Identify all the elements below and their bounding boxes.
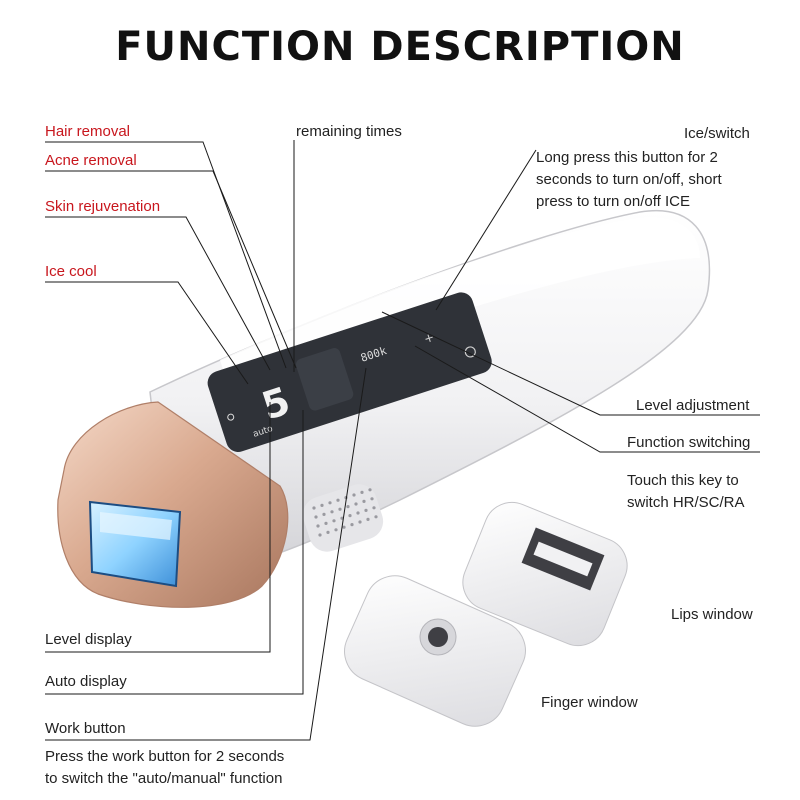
grille-hole (354, 502, 358, 506)
ice-switch-description-line: Long press this button for 2 (536, 149, 718, 166)
grille-hole (370, 497, 374, 501)
function-switching-description-line: switch HR/SC/RA (627, 494, 745, 511)
grille-hole (356, 511, 360, 515)
device-head (57, 401, 289, 608)
grille-hole (314, 515, 318, 519)
function-switching-label: Function switching (627, 434, 751, 451)
function-switching-description-line: Touch this key to (627, 472, 739, 489)
grille-hole (364, 508, 368, 512)
leader-level-adjustment (381, 311, 760, 416)
leader-function-switching (414, 345, 760, 453)
grille-hole (338, 507, 342, 511)
function-switching-description: Touch this key to switch HR/SC/RA (627, 470, 787, 514)
grille-hole (342, 525, 346, 529)
leader-skin-rejuvenation (45, 216, 271, 371)
work-button-description-line: Press the work button for 2 seconds (45, 748, 285, 765)
grille-hole (348, 514, 352, 518)
ice-switch-description-line: press to turn on/off ICE (536, 193, 690, 210)
leader-acne-removal (45, 170, 297, 369)
skin-rejuvenation-label: Skin rejuvenation (45, 198, 161, 215)
work-button-label: Work button (45, 720, 126, 737)
finger-window-label: Finger window (541, 694, 638, 711)
ice-switch-label: Ice/switch (684, 125, 750, 142)
grille-hole (366, 517, 370, 522)
grille-hole (360, 490, 364, 494)
grille-hole (334, 528, 338, 532)
grille-hole (316, 524, 320, 528)
work-button-description-line: to switch the "auto/manual" function (45, 770, 283, 787)
grille-hole (332, 519, 336, 523)
grille-hole (320, 503, 324, 507)
grille-hole (368, 488, 372, 492)
lips-window-label: Lips window (671, 606, 753, 623)
control-panel: 5 auto 800k + (207, 292, 492, 452)
grille-hole (336, 498, 340, 502)
grille-hole (324, 521, 328, 526)
grille-hole (352, 493, 356, 497)
acne-removal-label: Acne removal (45, 152, 137, 169)
work-button-description: Press the work button for 2 seconds to s… (45, 746, 375, 790)
leader-level-display (45, 402, 271, 653)
speaker-grille-holes (312, 488, 378, 537)
page-title: FUNCTION DESCRIPTION (115, 24, 685, 70)
power-icon (464, 346, 476, 358)
ice-switch-description: Long press this button for 2 seconds to … (536, 147, 786, 213)
grille-hole (312, 506, 316, 510)
ice-cool-label: Ice cool (45, 263, 97, 280)
grille-hole (346, 505, 350, 509)
grille-hole (322, 512, 326, 517)
lips-window-attachment (462, 501, 628, 647)
grille-hole (350, 523, 354, 527)
hair-removal-label: Hair removal (45, 123, 131, 140)
ice-switch-description-line: seconds to turn on/off, short (536, 171, 722, 188)
auto-display-label: Auto display (45, 673, 127, 690)
plus-icon: + (422, 330, 436, 346)
leader-auto-display (45, 410, 304, 695)
grille-hole (318, 533, 322, 537)
leader-lines (45, 140, 760, 741)
remaining-times-label: remaining times (296, 123, 402, 140)
level-display-label: Level display (45, 631, 132, 648)
leader-ice-switch (435, 149, 537, 311)
ice-cool-indicator-icon (227, 413, 235, 421)
grille-hole (328, 501, 332, 505)
grille-hole (330, 510, 334, 514)
grille-hole (358, 520, 362, 524)
grille-hole (372, 506, 376, 510)
leader-ice-cool (45, 281, 249, 385)
leader-hair-removal (45, 141, 287, 369)
grille-hole (362, 499, 366, 503)
finger-window-attachment (344, 575, 526, 727)
leader-work-button (45, 367, 367, 741)
grille-hole (326, 530, 330, 535)
level-adjustment-label: Level adjustment (636, 397, 750, 414)
grille-hole (374, 515, 378, 519)
